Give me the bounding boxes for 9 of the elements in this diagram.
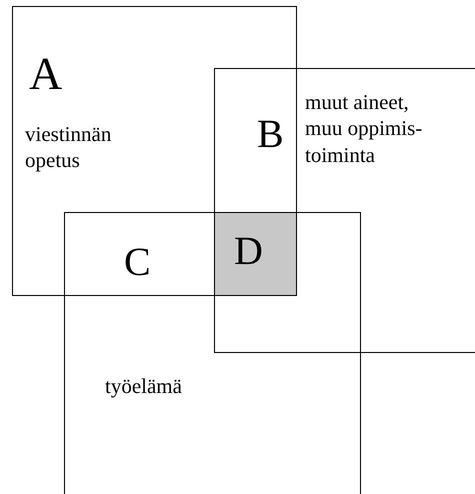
region-letter: C bbox=[124, 238, 151, 286]
region-label: viestinnän opetus bbox=[25, 121, 112, 174]
region-letter: B bbox=[257, 110, 285, 158]
shaded-overlap-area bbox=[214, 212, 297, 296]
region-letter: A bbox=[29, 47, 64, 101]
region-label: muut aineet, muu oppimis-toiminta bbox=[305, 89, 424, 168]
region-rectangle bbox=[12, 6, 297, 296]
region-letter: D bbox=[234, 227, 264, 275]
region-label: työelämä bbox=[105, 373, 183, 400]
